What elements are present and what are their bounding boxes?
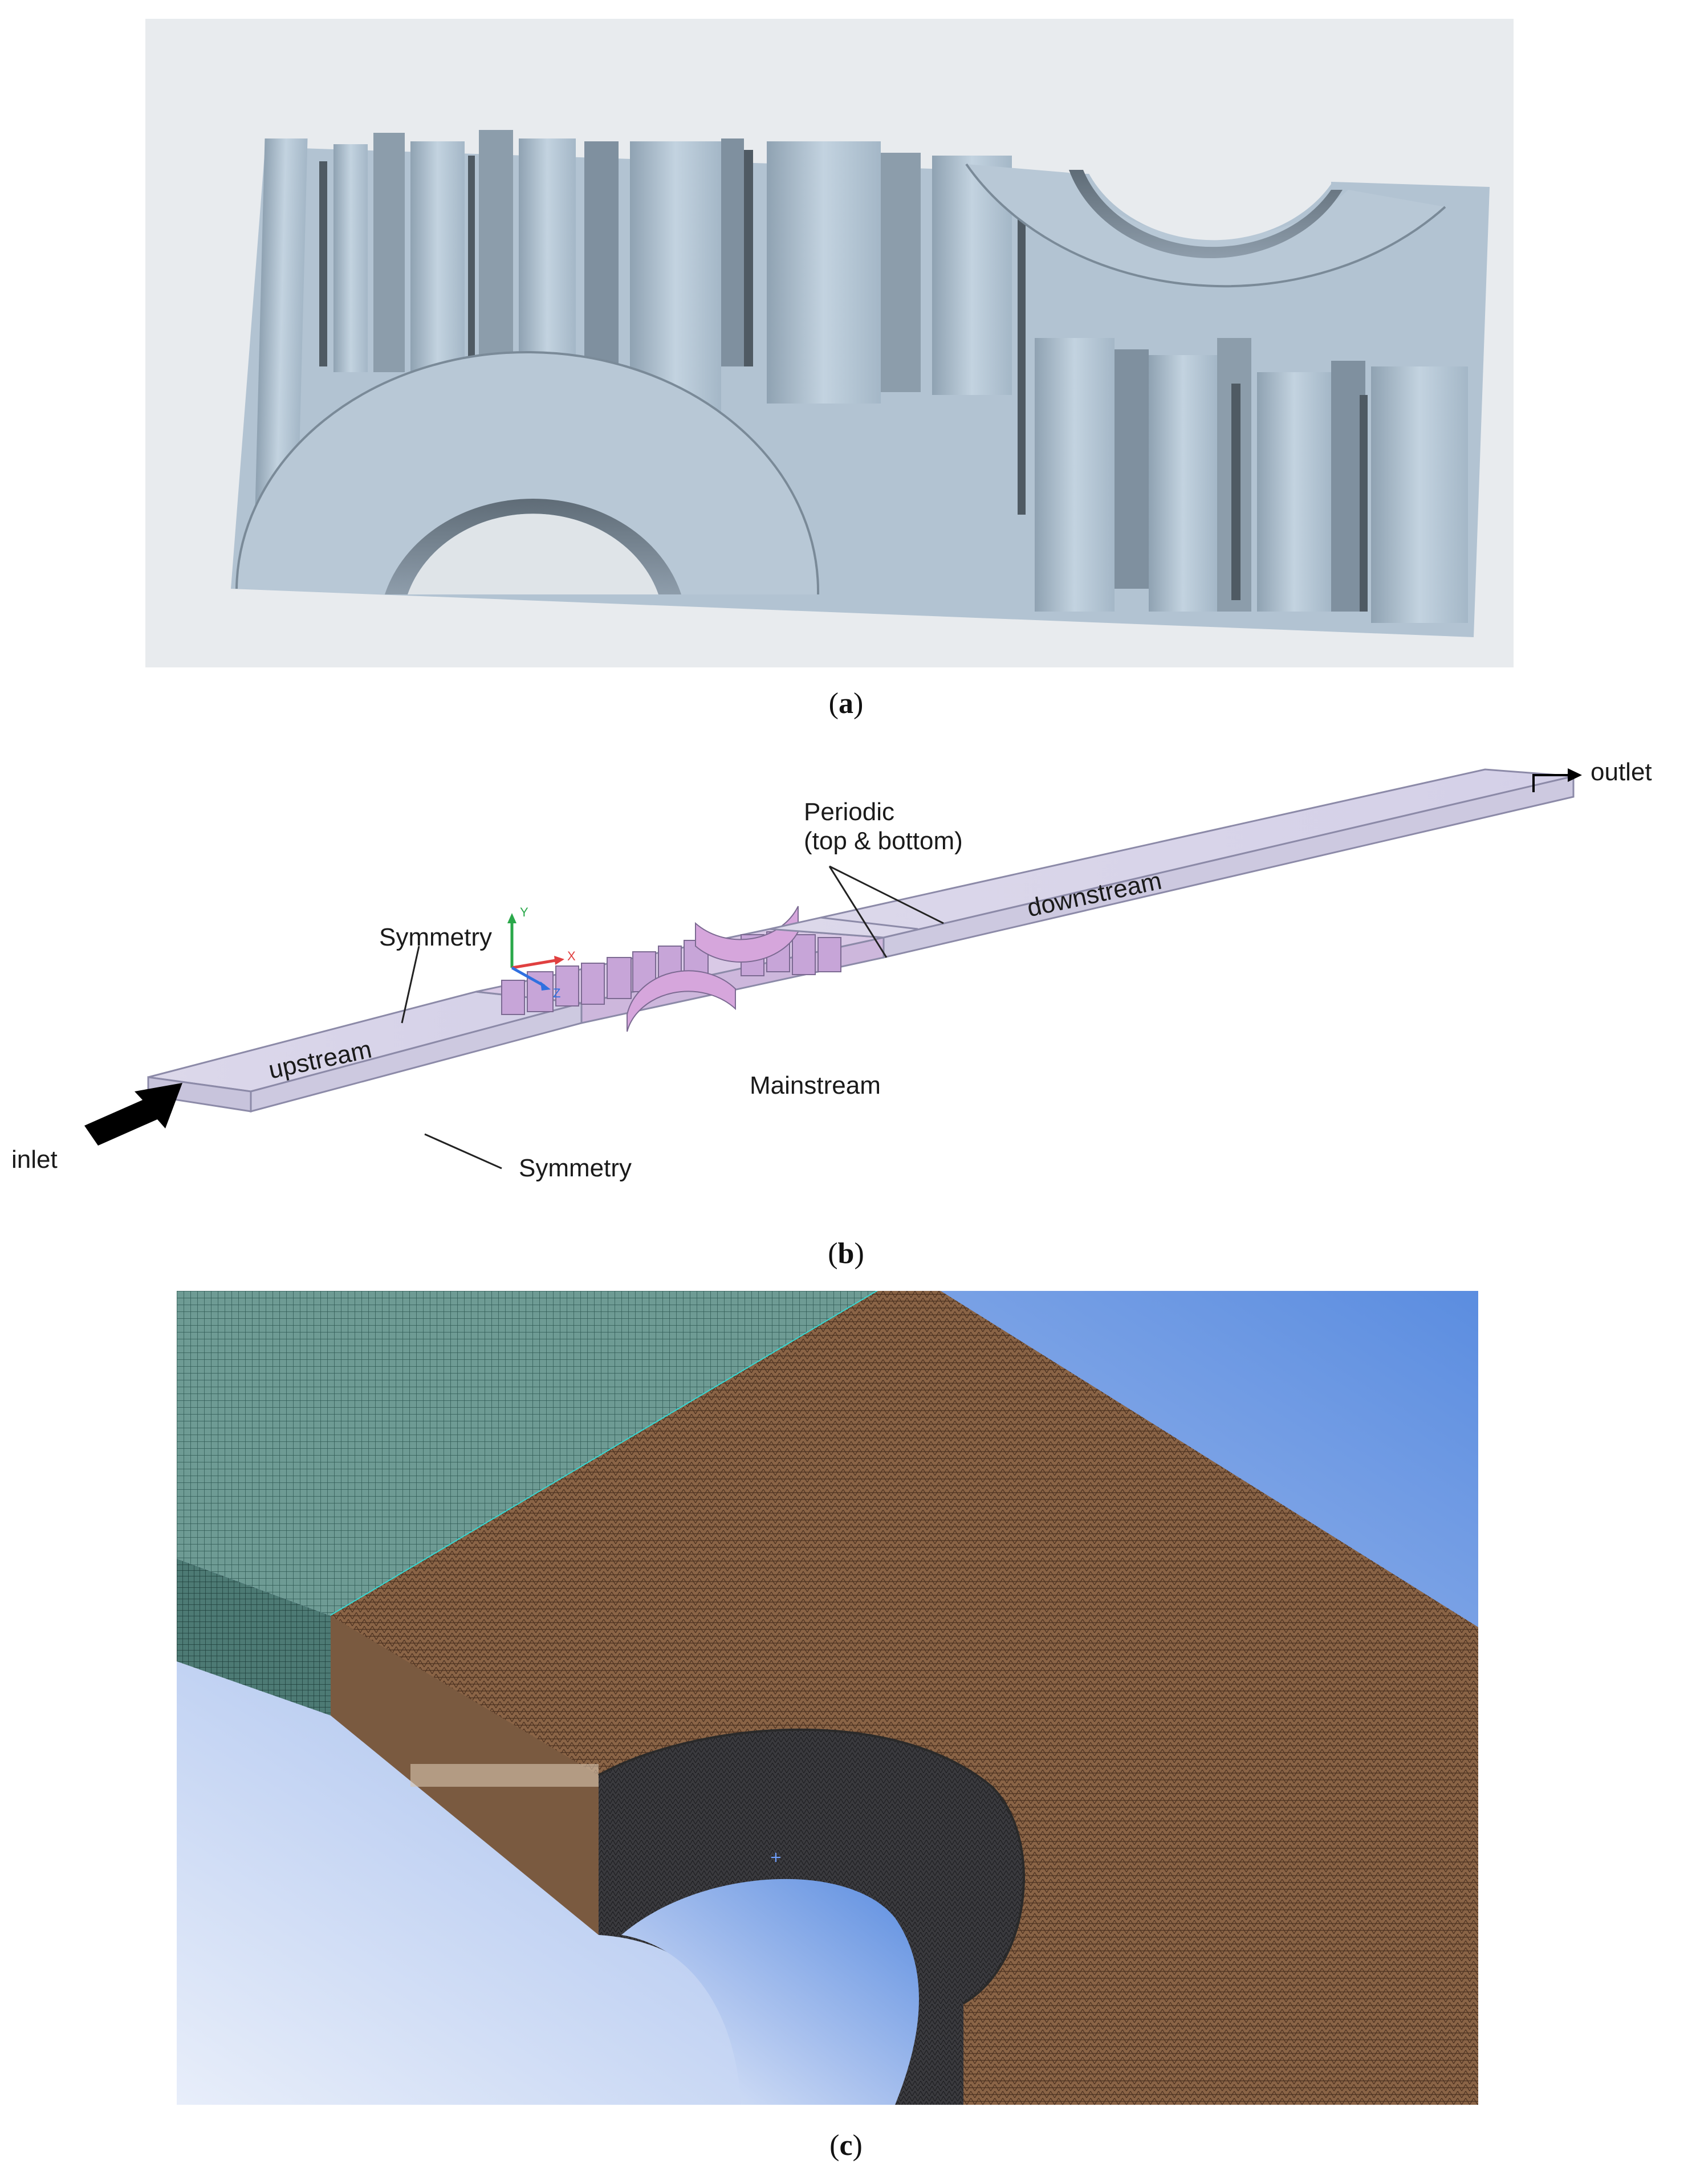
label-inlet: inlet (11, 1146, 58, 1174)
mesh-render: + (177, 1291, 1478, 2105)
mesh-origin-marker: + (770, 1849, 782, 1866)
domain-diagram: Y X Z (84, 768, 1582, 1170)
axis-y-label: Y (520, 905, 528, 919)
cylinder-hole (598, 1728, 1025, 2105)
structured-mesh-side (177, 1559, 331, 1716)
label-periodic-line1: Periodic (804, 798, 894, 826)
unstructured-mesh-top (331, 1291, 1478, 2105)
fin-gaps (319, 150, 1368, 612)
label-periodic: Periodic (top & bottom) (804, 798, 963, 855)
panel-c-mesh: + (177, 1291, 1478, 2105)
left-half-ring (235, 351, 820, 595)
right-half-ring (965, 133, 1446, 288)
caption-c-letter: c (839, 2129, 853, 2162)
label-symmetry-bottom: Symmetry (519, 1154, 632, 1182)
label-outlet: outlet (1591, 758, 1652, 786)
leader-lines (401, 865, 944, 1170)
panel-a-geometry (145, 19, 1514, 667)
coordinate-axes: Y X Z (507, 905, 576, 1000)
structured-mesh-top (177, 1291, 878, 1616)
fin-slot (410, 1764, 599, 1787)
label-periodic-line2: (top & bottom) (804, 826, 963, 855)
inlet-arrow (84, 1083, 182, 1146)
caption-a: (a) (828, 687, 864, 720)
geometry-render (145, 19, 1514, 667)
mainstream-section (475, 906, 885, 1032)
downstream-channel (769, 768, 1575, 959)
axis-z-label: Z (553, 986, 560, 1000)
fin-array (253, 130, 1468, 623)
label-symmetry-top: Symmetry (379, 923, 492, 951)
caption-b: (b) (828, 1237, 864, 1270)
caption-c: (c) (829, 2129, 863, 2162)
outlet-arrow (1532, 768, 1582, 792)
panel-b-domain: Y X Z Periodic (top & bottom) outlet Sym… (0, 735, 1692, 1225)
axis-x-label: X (567, 949, 576, 963)
label-mainstream: Mainstream (750, 1071, 881, 1099)
caption-b-letter: b (837, 1237, 855, 1270)
caption-a-letter: a (839, 687, 853, 720)
